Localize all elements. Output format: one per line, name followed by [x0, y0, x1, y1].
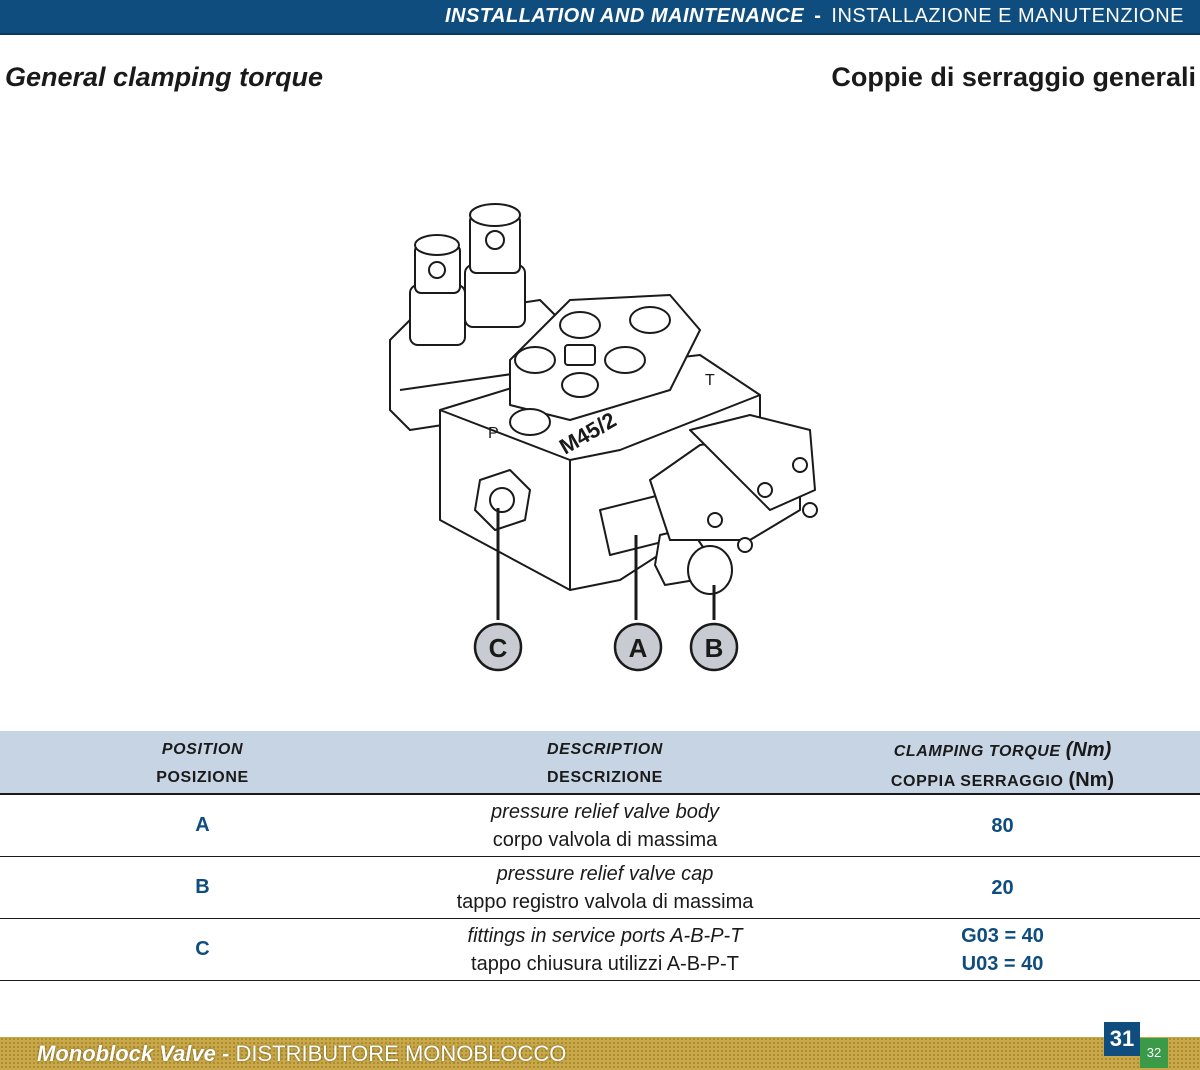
header-position-en: POSITION	[161, 741, 244, 758]
header-position-it: POSIZIONE	[156, 769, 249, 786]
row-torque: G03 = 40 U03 = 40	[805, 919, 1200, 980]
header-torque: CLAMPING TORQUE (Nm) COPPIA SERRAGGIO (N…	[805, 736, 1200, 796]
row-torque-value: U03 = 40	[961, 952, 1044, 975]
footer-separator: -	[222, 1041, 230, 1066]
table-row: C fittings in service ports A-B-P-T tapp…	[0, 919, 1200, 981]
torque-table: POSITION POSIZIONE DESCRIPTION DESCRIZIO…	[0, 731, 1200, 981]
footer-title-it: DISTRIBUTORE MONOBLOCCO	[235, 1041, 567, 1066]
footer-title-en: Monoblock Valve	[37, 1041, 216, 1066]
row-torque-value: 20	[991, 876, 1014, 899]
row-torque-value: G03 = 40	[961, 924, 1044, 947]
row-description: fittings in service ports A-B-P-T tappo …	[405, 919, 805, 980]
header-torque-en: CLAMPING TORQUE (Nm)	[805, 736, 1200, 766]
next-page-number: 32	[1140, 1038, 1168, 1068]
header-position: POSITION POSIZIONE	[0, 736, 405, 792]
footer-bar	[0, 1037, 1200, 1070]
row-description: pressure relief valve body corpo valvola…	[405, 795, 805, 856]
row-position: C	[195, 938, 210, 960]
table-row: B pressure relief valve cap tappo regist…	[0, 857, 1200, 919]
header-torque-it-unit: (Nm)	[1068, 769, 1115, 791]
row-description-en: pressure relief valve body	[491, 800, 719, 823]
callout-b-label: B	[705, 633, 724, 663]
row-description-it: tappo registro valvola di massima	[456, 890, 754, 913]
callout-c-label: C	[489, 633, 508, 663]
row-description-it: corpo valvola di massima	[492, 828, 718, 851]
header-torque-en-unit: (Nm)	[1065, 739, 1112, 761]
row-description-en: fittings in service ports A-B-P-T	[467, 924, 743, 947]
table-row: A pressure relief valve body corpo valvo…	[0, 795, 1200, 857]
callout-b-circle	[689, 622, 739, 672]
page-number: 31	[1104, 1022, 1140, 1056]
valve-drawing: M45/2 P T	[389, 203, 818, 672]
section-title-it: INSTALLAZIONE E MANUTENZIONE	[831, 5, 1184, 27]
page-title-en: General clamping torque	[5, 62, 324, 92]
port-p-label: P	[488, 425, 499, 442]
row-torque-value: 80	[991, 814, 1014, 837]
row-description-it: tappo chiusura utilizzi A-B-P-T	[471, 952, 739, 975]
row-position: A	[195, 814, 210, 836]
row-description: pressure relief valve cap tappo registro…	[405, 857, 805, 918]
header-torque-it: COPPIA SERRAGGIO (Nm)	[805, 766, 1200, 796]
valve-illustration: M45/2 P T	[370, 190, 830, 690]
header-description-en: DESCRIPTION	[547, 741, 663, 758]
port-t-label: T	[705, 372, 715, 389]
section-title: INSTALLATION AND MAINTENANCE - INSTALLAZ…	[445, 5, 1184, 28]
row-torque: 80	[805, 795, 1200, 856]
row-description-en: pressure relief valve cap	[496, 862, 714, 885]
header-description: DESCRIPTION DESCRIZIONE	[405, 736, 805, 792]
section-separator: -	[814, 5, 822, 27]
callout-a-circle	[613, 622, 663, 672]
header-description-it: DESCRIZIONE	[547, 769, 663, 786]
page-title-it: Coppie di serraggio generali	[831, 62, 1196, 92]
callout-a-label: A	[629, 633, 648, 663]
footer-title: Monoblock Valve - DISTRIBUTORE MONOBLOCC…	[37, 1041, 566, 1067]
row-position: B	[195, 876, 210, 898]
header-bar: INSTALLATION AND MAINTENANCE - INSTALLAZ…	[0, 0, 1200, 35]
section-title-en: INSTALLATION AND MAINTENANCE	[444, 5, 805, 27]
callout-c-circle	[473, 622, 523, 672]
row-torque: 20	[805, 857, 1200, 918]
header-torque-en-label: CLAMPING TORQUE	[893, 743, 1061, 760]
header-torque-it-label: COPPIA SERRAGGIO	[890, 773, 1064, 790]
table-header: POSITION POSIZIONE DESCRIPTION DESCRIZIO…	[0, 731, 1200, 795]
